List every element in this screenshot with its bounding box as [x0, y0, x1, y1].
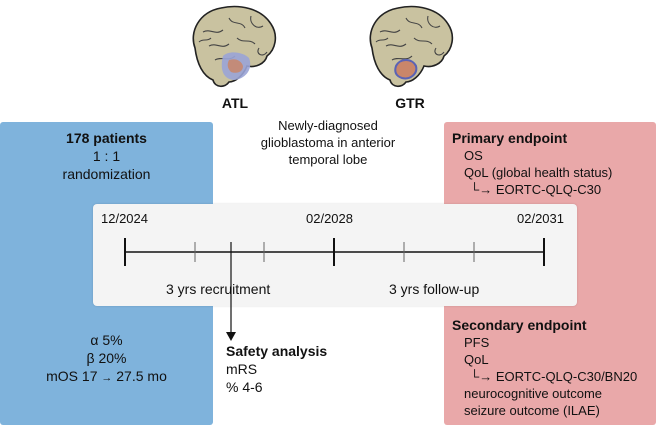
patients-count: 178 patients — [66, 130, 147, 146]
mos-prefix: mOS 17 — [46, 368, 98, 384]
alpha-value: α 5% — [90, 332, 123, 348]
safety-item: % 4-6 — [226, 379, 263, 395]
mos-suffix: 27.5 mo — [116, 368, 167, 384]
enrollment-block: 178 patients 1 : 1 randomization — [0, 129, 213, 183]
brain-atl-label: ATL — [221, 95, 249, 111]
primary-endpoint-title: Primary endpoint — [452, 130, 568, 146]
brain-gtr-icon — [369, 5, 454, 88]
primary-endpoint-item: QoL (global health status) — [464, 165, 613, 180]
primary-endpoint-block: Primary endpoint OS QoL (global health s… — [452, 129, 652, 198]
secondary-endpoint-item: seizure outcome (ILAE) — [464, 403, 600, 418]
mos-value: mOS 17 → 27.5 mo — [0, 367, 213, 387]
secondary-endpoint-title: Secondary endpoint — [452, 317, 587, 333]
description-line: Newly-diagnosed — [278, 118, 378, 133]
secondary-endpoint-item: PFS — [464, 335, 490, 350]
recruitment-label: 3 yrs recruitment — [166, 281, 271, 297]
brain-gtr-label: GTR — [395, 95, 425, 111]
randomization-label: randomization — [62, 166, 151, 182]
safety-analysis-title: Safety analysis — [226, 343, 328, 359]
return-arrow-icon: └→ — [470, 182, 493, 197]
secondary-endpoint-block: Secondary endpoint PFS QoL └→ EORTC-QLQ-… — [452, 316, 652, 419]
beta-value: β 20% — [86, 350, 127, 366]
primary-endpoint-sub-label: EORTC-QLQ-C30 — [495, 182, 602, 197]
brain-atl-icon — [192, 5, 277, 88]
description-line: temporal lobe — [288, 152, 368, 167]
return-arrow-icon: └→ — [470, 369, 493, 384]
arrow-right-icon: → — [101, 372, 113, 384]
timeline-mid-date: 02/2028 — [306, 211, 353, 226]
secondary-endpoint-sub-label: EORTC-QLQ-C30/BN20 — [495, 369, 638, 384]
primary-endpoint-item: OS — [464, 148, 483, 163]
study-description: Newly-diagnosed glioblastoma in anterior… — [243, 117, 413, 168]
secondary-endpoint-item: QoL — [464, 352, 489, 367]
followup-label: 3 yrs follow-up — [389, 281, 480, 297]
secondary-endpoint-item: neurocognitive outcome — [464, 386, 603, 401]
secondary-endpoint-sub: └→ EORTC-QLQ-C30/BN20 — [452, 368, 652, 385]
timeline-end-date: 02/2031 — [517, 211, 564, 226]
timeline-start-date: 12/2024 — [101, 211, 148, 226]
randomization-ratio: 1 : 1 — [92, 148, 121, 164]
statistics-block: α 5% β 20% mOS 17 → 27.5 mo — [0, 331, 213, 387]
primary-endpoint-sub: └→ EORTC-QLQ-C30 — [452, 181, 652, 198]
safety-item: mRS — [226, 361, 258, 377]
description-line: glioblastoma in anterior — [260, 135, 396, 150]
safety-analysis-block: Safety analysis mRS % 4-6 — [226, 342, 376, 396]
